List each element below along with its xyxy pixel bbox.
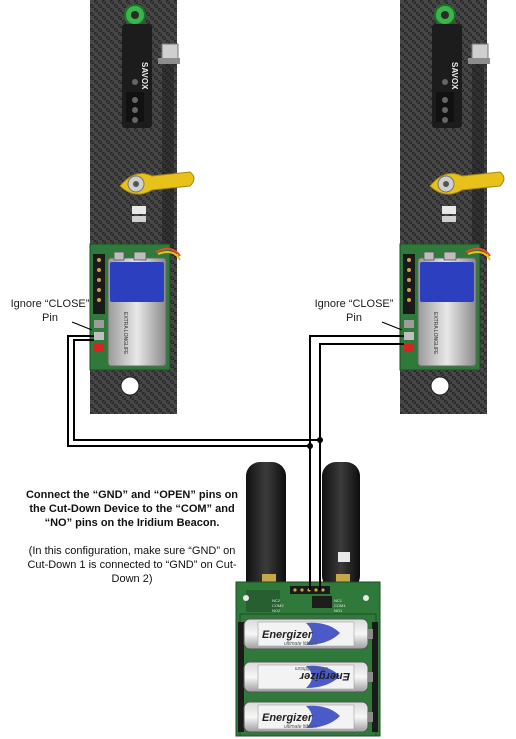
instruction-note: (In this configuration, make sure “GND” … bbox=[20, 544, 244, 586]
instruction-main: Connect the “GND” and “OPEN” pins on the… bbox=[20, 488, 244, 530]
servo-brand-label: SAVOX bbox=[450, 62, 459, 90]
cut-down-device-1: SAVOX EXTRA LONGLIFE bbox=[90, 0, 194, 414]
battery-subtitle: ultimate lithium bbox=[284, 641, 317, 647]
battery-brand: Energizer bbox=[262, 712, 313, 724]
annotation-ignore-close-2: Ignore “CLOSE” Pin bbox=[310, 297, 398, 325]
cut-down-device-2: SAVOX EXTRA LONGLIFE bbox=[400, 0, 504, 414]
battery-label: EXTRA LONGLIFE bbox=[432, 312, 438, 355]
annotation-ignore-close-1: Ignore “CLOSE” Pin bbox=[6, 297, 94, 325]
junction-dot-open bbox=[317, 437, 323, 443]
battery-subtitle: ultimate lithium bbox=[295, 665, 328, 671]
annotation-line-2: Pin bbox=[310, 311, 398, 325]
battery-cell-1: Energizer ultimate lithium bbox=[244, 619, 373, 649]
wire-open-2 bbox=[320, 344, 404, 440]
battery-brand: Energizer bbox=[262, 629, 313, 641]
pin-label-no2: NO2 bbox=[272, 608, 281, 613]
iridium-beacon: NC2 COM2 NO2 NC1 COM1 NO1 Energizer ulti… bbox=[236, 462, 380, 736]
annotation-line-1: Ignore “CLOSE” bbox=[6, 297, 94, 311]
battery-cell-3: Energizer ultimate lithium bbox=[244, 702, 373, 732]
junction-dot-gnd bbox=[307, 443, 313, 449]
instruction-block: Connect the “GND” and “OPEN” pins on the… bbox=[20, 488, 244, 586]
annotation-line-2: Pin bbox=[6, 311, 94, 325]
annotation-line-1: Ignore “CLOSE” bbox=[310, 297, 398, 311]
battery-cell-2: Energizer ultimate lithium bbox=[244, 662, 373, 692]
wire-gnd-2 bbox=[310, 336, 404, 446]
battery-subtitle: ultimate lithium bbox=[284, 724, 317, 730]
battery-label: EXTRA LONGLIFE bbox=[122, 312, 128, 355]
pin-label-no1: NO1 bbox=[334, 608, 343, 613]
servo-brand-label: SAVOX bbox=[140, 62, 149, 90]
antenna-right bbox=[322, 462, 360, 590]
